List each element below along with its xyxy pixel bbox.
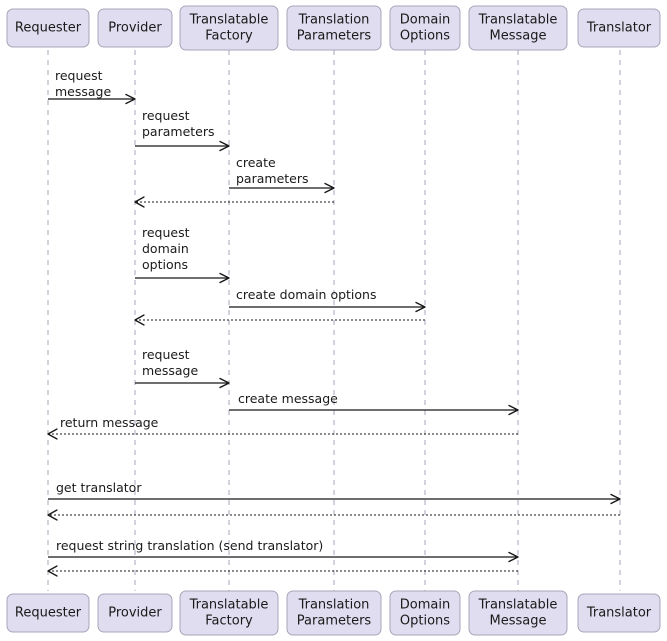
message-arrowhead-m3 (324, 182, 335, 194)
participant-footer-box-translation-parameters[interactable] (286, 590, 382, 636)
participant-footer-requester[interactable]: Requester (6, 593, 90, 633)
participant-header-box-translation-parameters[interactable] (286, 5, 382, 51)
message-m12[interactable] (47, 509, 620, 521)
participant-header-requester[interactable]: Requester (6, 8, 90, 48)
message-m13[interactable]: request string translation (send transla… (48, 538, 519, 563)
participant-footer-label-domain-options: Domain (400, 598, 450, 613)
participant-header-label-domain-options: Options (400, 29, 450, 44)
participant-header-box-provider[interactable] (97, 8, 173, 48)
participant-header-label-domain-options: Domain (400, 13, 450, 28)
message-m9[interactable]: create message (229, 391, 519, 416)
message-m6[interactable]: create domain options (229, 287, 426, 313)
message-label-m8: message (142, 363, 198, 378)
participant-footer-box-translatable-message[interactable] (468, 590, 568, 636)
message-arrowhead-m11 (610, 493, 621, 505)
message-label-m10: return message (60, 415, 159, 430)
participant-footer-box-requester[interactable] (6, 593, 90, 633)
participant-footer-label-translation-parameters: Translation (298, 598, 370, 613)
message-arrowhead-m5 (219, 272, 230, 284)
participant-header-label-translation-parameters: Translation (298, 13, 370, 28)
participant-header-label-translatable-factory: Translatable (189, 13, 269, 28)
message-label-m11: get translator (56, 480, 142, 495)
participant-header-box-translatable-message[interactable] (468, 5, 568, 51)
participant-footer-label-translatable-message: Translatable (478, 598, 558, 613)
message-arrowhead-m13 (508, 551, 519, 563)
participant-footer-label-domain-options: Options (400, 614, 450, 629)
message-label-m6: create domain options (236, 287, 376, 302)
message-m4[interactable] (134, 196, 334, 208)
message-arrowhead-m10 (47, 428, 58, 440)
participant-header-label-translation-parameters: Parameters (297, 29, 372, 44)
message-label-m13: request string translation (send transla… (56, 538, 323, 553)
message-arrowhead-m14 (47, 565, 58, 577)
lifelines-layer (47, 50, 621, 591)
message-arrowhead-m12 (47, 509, 58, 521)
participant-header-label-translator: Translator (586, 21, 652, 36)
message-label-m9: create message (238, 391, 338, 406)
participant-footer-translator[interactable]: Translator (577, 593, 661, 633)
participant-header-label-translatable-factory: Factory (205, 29, 253, 44)
participant-header-box-translator[interactable] (577, 8, 661, 48)
messages-layer: requestmessagerequestparameterscreatepar… (47, 68, 621, 577)
message-arrowhead-m4 (134, 196, 145, 208)
message-m14[interactable] (47, 565, 518, 577)
message-label-m3: parameters (236, 171, 309, 186)
participant-footer-label-translator: Translator (586, 606, 652, 621)
message-label-m3: create (236, 155, 276, 170)
message-arrowhead-m6 (415, 301, 426, 313)
message-label-m5: request (142, 225, 190, 240)
participant-footer-label-translatable-factory: Factory (205, 614, 253, 629)
participant-header-label-translatable-message: Translatable (478, 13, 558, 28)
participant-footer-label-translation-parameters: Parameters (297, 614, 372, 629)
message-arrowhead-m9 (508, 404, 519, 416)
participant-footer-label-translatable-message: Message (490, 614, 547, 629)
participant-header-label-requester: Requester (15, 21, 82, 36)
message-label-m5: options (142, 257, 188, 272)
participant-header-box-domain-options[interactable] (389, 5, 461, 51)
message-label-m2: parameters (142, 124, 215, 139)
participant-header-provider[interactable]: Provider (97, 8, 173, 48)
message-arrowhead-m1 (125, 93, 136, 105)
participant-footer-label-requester: Requester (15, 606, 82, 621)
message-label-m1: request (55, 68, 103, 83)
message-label-m1: message (55, 84, 111, 99)
participant-footer-box-translator[interactable] (577, 593, 661, 633)
message-m7[interactable] (134, 314, 425, 326)
participant-footer-provider[interactable]: Provider (97, 593, 173, 633)
message-label-m5: domain (142, 241, 189, 256)
message-label-m8: request (142, 347, 190, 362)
participant-header-box-requester[interactable] (6, 8, 90, 48)
message-arrowhead-m7 (134, 314, 145, 326)
participant-footer-label-provider: Provider (108, 606, 162, 621)
participant-header-box-translatable-factory[interactable] (179, 5, 279, 51)
message-arrowhead-m8 (219, 377, 230, 389)
participant-header-label-translatable-message: Message (490, 29, 547, 44)
message-arrowhead-m2 (219, 140, 230, 152)
participant-footer-box-domain-options[interactable] (389, 590, 461, 636)
participant-footer-box-provider[interactable] (97, 593, 173, 633)
participant-header-label-provider: Provider (108, 21, 162, 36)
participant-footer-label-translatable-factory: Translatable (189, 598, 269, 613)
message-m11[interactable]: get translator (48, 480, 621, 505)
participant-header-translator[interactable]: Translator (577, 8, 661, 48)
message-label-m2: request (142, 108, 190, 123)
participant-footer-box-translatable-factory[interactable] (179, 590, 279, 636)
message-m10[interactable]: return message (47, 415, 518, 440)
